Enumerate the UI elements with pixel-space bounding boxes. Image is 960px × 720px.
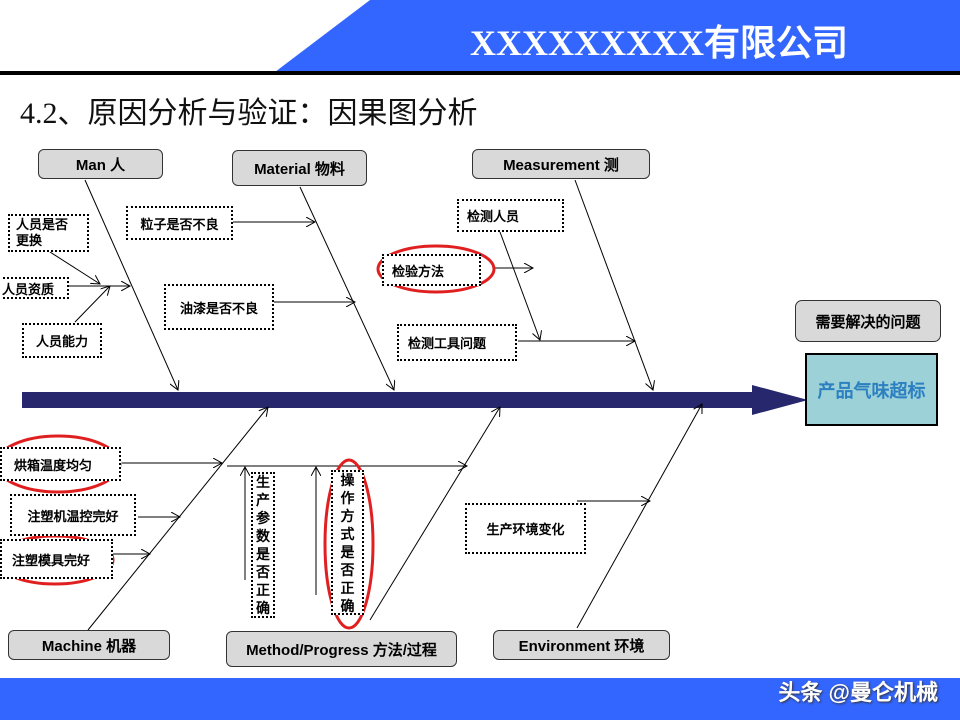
header-divider (0, 71, 960, 75)
cause-inspection-tool: 检测工具问题 (397, 324, 517, 361)
category-machine: Machine 机器 (8, 630, 170, 660)
char: 产 (256, 492, 270, 508)
cause-molding-machine-temp-control: 注塑机温控完好 (10, 494, 136, 536)
char: 作 (340, 489, 355, 506)
company-name: XXXXXXXXX有限公司 (470, 23, 848, 63)
char: 正 (340, 579, 355, 596)
watermark: 头条 @曼仑机械 (778, 680, 938, 705)
cause-pellet-defect: 粒子是否不良 (126, 206, 233, 240)
char: 确 (340, 597, 355, 614)
page-title: 4.2、原因分析与验证：因果图分析 (20, 97, 478, 130)
cause-inspection-method: 检验方法 (382, 254, 481, 286)
category-measurement: Measurement 测 (472, 149, 650, 179)
char: 生 (256, 474, 270, 490)
cause-production-environment: 生产环境变化 (465, 503, 586, 554)
cause-mold-condition: 注塑模具完好 (0, 539, 113, 579)
char: 参 (256, 510, 270, 526)
char: 数 (256, 528, 270, 544)
category-man: Man 人 (38, 149, 163, 179)
char: 正 (256, 582, 270, 598)
cause-inspection-staff: 检测人员 (457, 199, 564, 232)
cause-personnel-ability: 人员能力 (22, 323, 102, 358)
category-environment: Environment 环境 (493, 630, 670, 660)
char: 是 (340, 543, 355, 560)
char: 是 (256, 546, 270, 562)
cause-operation-method: 操 作 方 式 是 否 正 确 (331, 470, 364, 615)
problem-label: 需要解决的问题 (795, 300, 941, 342)
char: 方 (340, 507, 355, 524)
char: 操 (340, 471, 355, 488)
char: 确 (256, 600, 270, 616)
footer-band (0, 678, 960, 720)
cause-personnel-change: 人员是否 更换 (8, 214, 89, 252)
char: 否 (256, 564, 270, 580)
category-method: Method/Progress 方法/过程 (226, 631, 457, 667)
category-material: Material 物料 (232, 150, 367, 186)
effect-box: 产品气味超标 (805, 353, 938, 426)
cause-paint-defect: 油漆是否不良 (164, 284, 274, 330)
cause-oven-temperature: 烘箱温度均匀 (0, 447, 121, 481)
char: 式 (340, 525, 355, 542)
header-band (275, 0, 960, 72)
cause-text-line2: 更换 (16, 233, 43, 248)
cause-text-line1: 人员是否 (16, 217, 69, 232)
cause-personnel-qualification: 人员资质 (0, 277, 69, 299)
char: 否 (340, 561, 355, 578)
cause-production-parameters: 生 产 参 数 是 否 正 确 (251, 472, 275, 618)
